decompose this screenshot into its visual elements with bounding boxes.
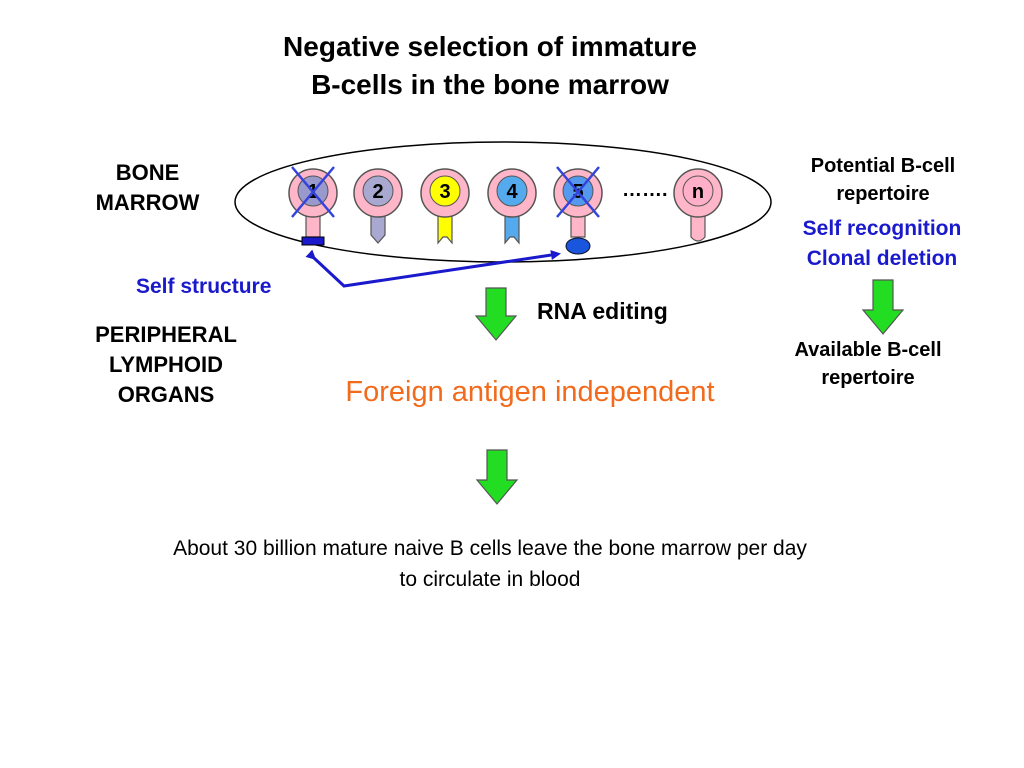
b-cell-4: 4 [487,168,537,245]
cell-nucleus-n [682,175,714,207]
self-structure-label: Self structure [136,275,272,298]
cell-group: 1 2 3 4 5 n [288,166,723,255]
title-line-1: Negative selection of immature [283,31,697,62]
cell-label-3: 3 [439,181,450,203]
cell-label-4: 4 [506,181,518,203]
receptor-stem-1 [305,214,321,238]
receptor-stem-5 [570,214,586,238]
b-cell-1: 1 [288,166,338,246]
cell-label-n: n [692,181,704,203]
summary-line-2: to circulate in blood [399,568,581,591]
green-arrow-bottom [475,449,519,505]
b-cell-5: 5 [553,166,603,255]
b-cell-2: 2 [353,168,403,244]
self-structure-arrow [305,249,561,288]
cell-label-2: 2 [372,181,383,203]
cell-nucleus-3 [429,175,461,207]
b-cell-3: 3 [420,168,470,245]
receptor-stem-2 [370,214,386,244]
summary-text: About 30 billion mature naive B cells le… [80,533,900,595]
receptor-stem-3 [437,214,453,245]
potential-line-1: Potential B-cell [810,155,956,177]
bone-marrow-line-2: MARROW [95,190,200,215]
self-recognition-label: Self recognition Clonal deletion [775,214,989,274]
receptor-stem-n [690,214,706,242]
peripheral-line-2: LYMPHOID [108,352,224,377]
ellipsis-text: ……. [622,179,668,201]
available-line-1: Available B-cell [794,339,942,361]
self-structure-oval [565,237,591,255]
bone-marrow-label: BONE MARROW [70,158,225,218]
peripheral-lymphoid-label: PERIPHERAL LYMPHOID ORGANS [66,320,266,410]
potential-line-2: repertoire [836,183,930,205]
peripheral-line-3: ORGANS [117,382,215,407]
peripheral-line-1: PERIPHERAL [95,322,237,347]
self-recognition-text: Self recognition [802,217,962,240]
available-repertoire-label: Available B-cell repertoire [760,336,976,392]
page-title: Negative selection of immature B-cells i… [190,28,790,104]
cell-nucleus-4 [496,175,528,207]
title-line-2: B-cells in the bone marrow [311,69,669,100]
summary-line-1: About 30 billion mature naive B cells le… [173,537,807,560]
bone-marrow-line-1: BONE [115,160,180,185]
available-line-2: repertoire [821,367,915,389]
potential-repertoire-label: Potential B-cell repertoire [778,152,988,208]
foreign-antigen-label: Foreign antigen independent [345,376,715,408]
green-arrow-right [861,279,905,335]
cell-nucleus-2 [362,175,394,207]
deletion-cross-icon [291,166,335,218]
self-structure-square [301,236,325,246]
deletion-cross-icon [556,166,600,218]
receptor-stem-4 [504,214,520,245]
clonal-deletion-text: Clonal deletion [806,247,958,270]
green-arrow-rna [474,287,518,341]
rna-editing-label: RNA editing [537,298,668,324]
b-cell-n: n [673,168,723,242]
